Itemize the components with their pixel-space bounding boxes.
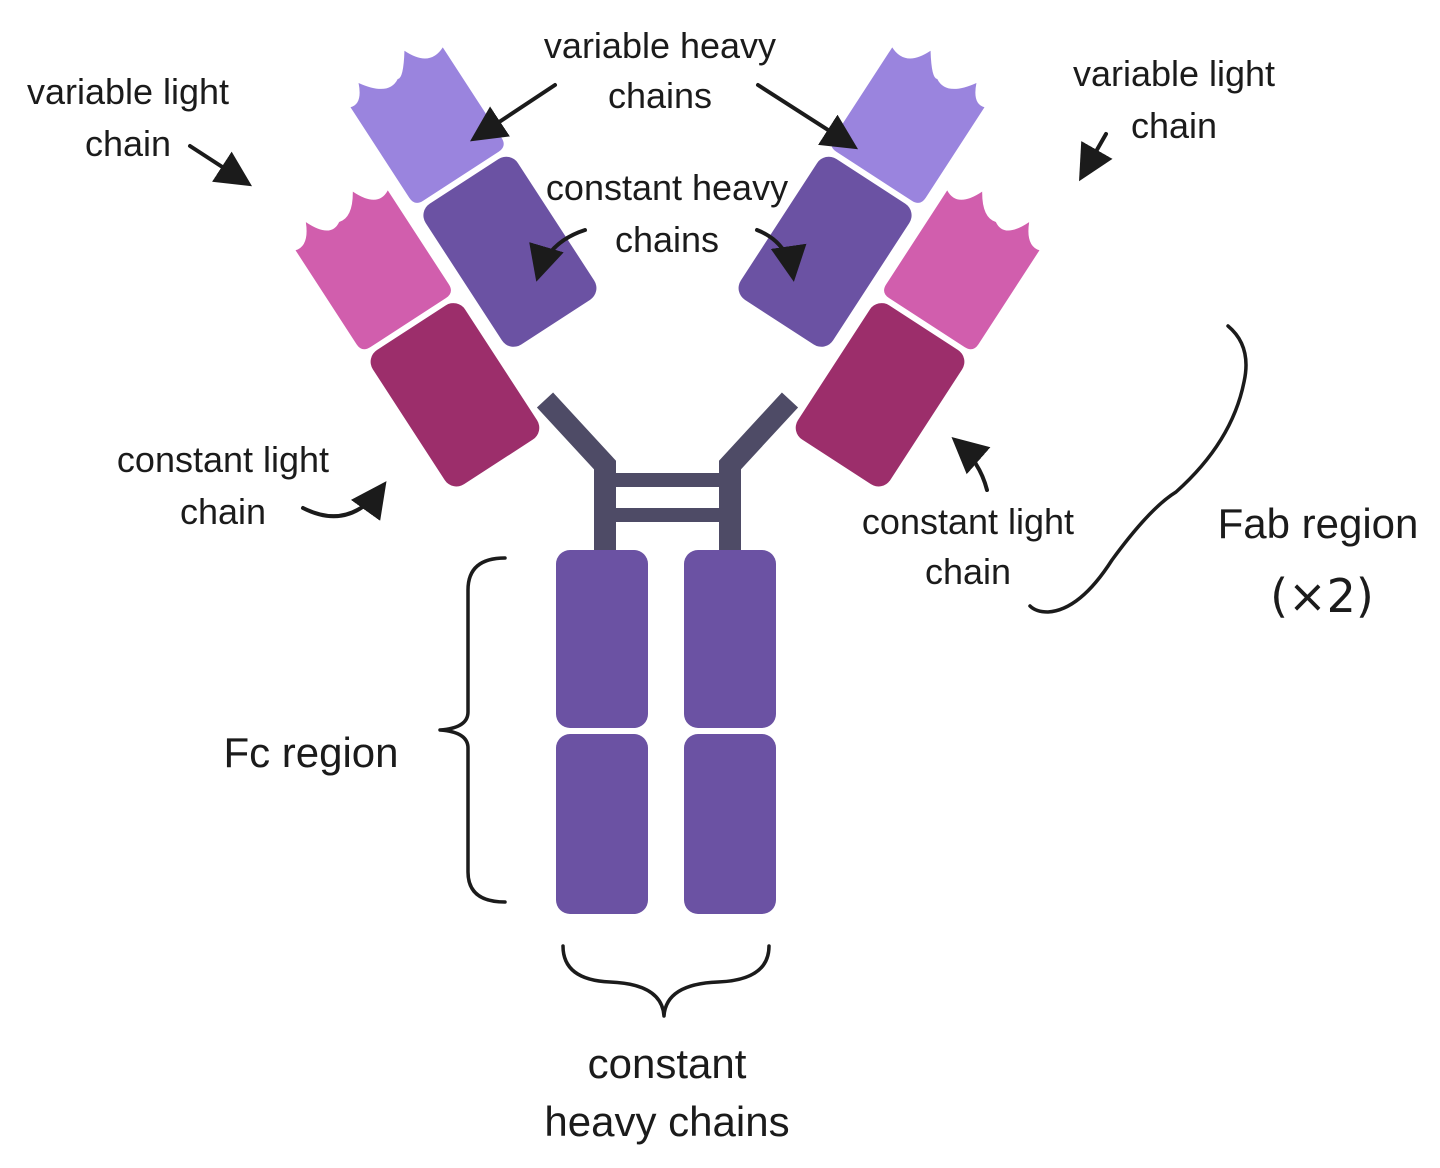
left-variable-light-domain — [295, 190, 451, 350]
left-constant-light-domain — [370, 303, 540, 487]
arrow-variable-heavy-left — [469, 83, 557, 142]
constant-heavy-bottom-label-line1: constant — [588, 1040, 747, 1087]
fc-left-domain-upper — [556, 550, 648, 728]
fab-region-count: (×2) — [1270, 569, 1374, 623]
variable-light-left-label-line1: variable light — [27, 71, 229, 112]
right-fab-arm — [738, 47, 1040, 487]
right-constant-heavy-domain — [738, 156, 912, 347]
fc-left-domain-lower — [556, 734, 648, 914]
constant-heavy-bottom-label-line2: heavy chains — [544, 1098, 789, 1145]
variable-light-left-label-line2: chain — [85, 123, 171, 164]
arrow-variable-light-left — [188, 144, 253, 187]
variable-heavy-label-line2: chains — [608, 75, 712, 116]
fc-region-label: Fc region — [223, 729, 398, 776]
right-constant-light-domain — [795, 303, 965, 487]
constant-heavy-label-line2: chains — [615, 219, 719, 260]
left-fab-arm — [295, 47, 597, 487]
fc-domains — [556, 550, 776, 914]
arrow-constant-light-left — [301, 481, 387, 521]
label-arrows — [188, 83, 1113, 521]
constant-heavy-bottom-brace — [561, 944, 771, 1018]
constant-heavy-label-line1: constant heavy — [546, 167, 788, 208]
right-variable-light-domain — [884, 190, 1040, 350]
constant-light-right-label-line2: chain — [925, 551, 1011, 592]
variable-light-right-label-line2: chain — [1131, 105, 1217, 146]
right-hinge-stem — [719, 392, 799, 552]
fc-right-domain-lower — [684, 734, 776, 914]
arrow-constant-heavy-left — [529, 228, 587, 282]
fab-region-brace — [1028, 324, 1248, 614]
diagram-labels: variable heavy chains variable light cha… — [27, 25, 1418, 1145]
arrow-variable-light-right — [1079, 132, 1113, 182]
left-constant-heavy-domain — [423, 156, 597, 347]
fc-region-brace — [438, 556, 507, 904]
right-variable-heavy-domain — [831, 47, 985, 203]
fab-region-label: Fab region — [1218, 500, 1419, 547]
constant-light-right-label-line1: constant light — [862, 501, 1074, 542]
constant-light-left-label-line1: constant light — [117, 439, 329, 480]
arrow-constant-heavy-right — [755, 228, 807, 282]
left-hinge-stem — [536, 392, 616, 552]
left-variable-heavy-domain — [350, 47, 504, 203]
constant-light-left-label-line2: chain — [180, 491, 266, 532]
arrow-variable-heavy-right — [756, 83, 859, 150]
arrow-constant-light-right — [951, 437, 991, 492]
variable-heavy-label-line1: variable heavy — [544, 25, 776, 66]
fc-right-domain-upper — [684, 550, 776, 728]
variable-light-right-label-line1: variable light — [1073, 53, 1275, 94]
